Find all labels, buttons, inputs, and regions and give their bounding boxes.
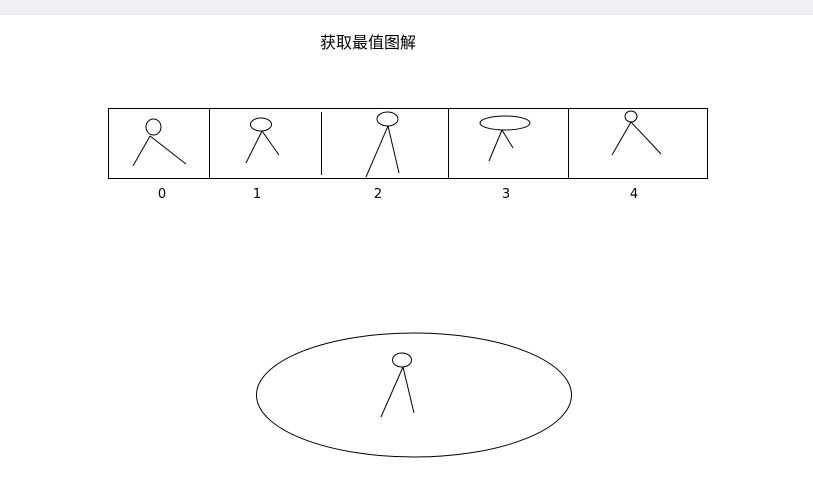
top-strip xyxy=(0,0,813,15)
max-value-container xyxy=(256,332,572,458)
array-element-4 xyxy=(611,110,662,156)
index-label: 4 xyxy=(630,187,638,202)
max-value-element xyxy=(380,352,415,418)
index-label: 0 xyxy=(158,187,166,202)
array-element-0 xyxy=(132,118,187,167)
array-element-1 xyxy=(245,117,280,164)
diagram-title: 获取最值图解 xyxy=(320,33,417,52)
index-label: 1 xyxy=(253,187,261,202)
array-element-2 xyxy=(365,111,400,178)
array-box xyxy=(108,108,708,179)
index-label: 3 xyxy=(502,187,510,202)
array-element-3 xyxy=(479,115,531,162)
index-label: 2 xyxy=(374,187,382,202)
